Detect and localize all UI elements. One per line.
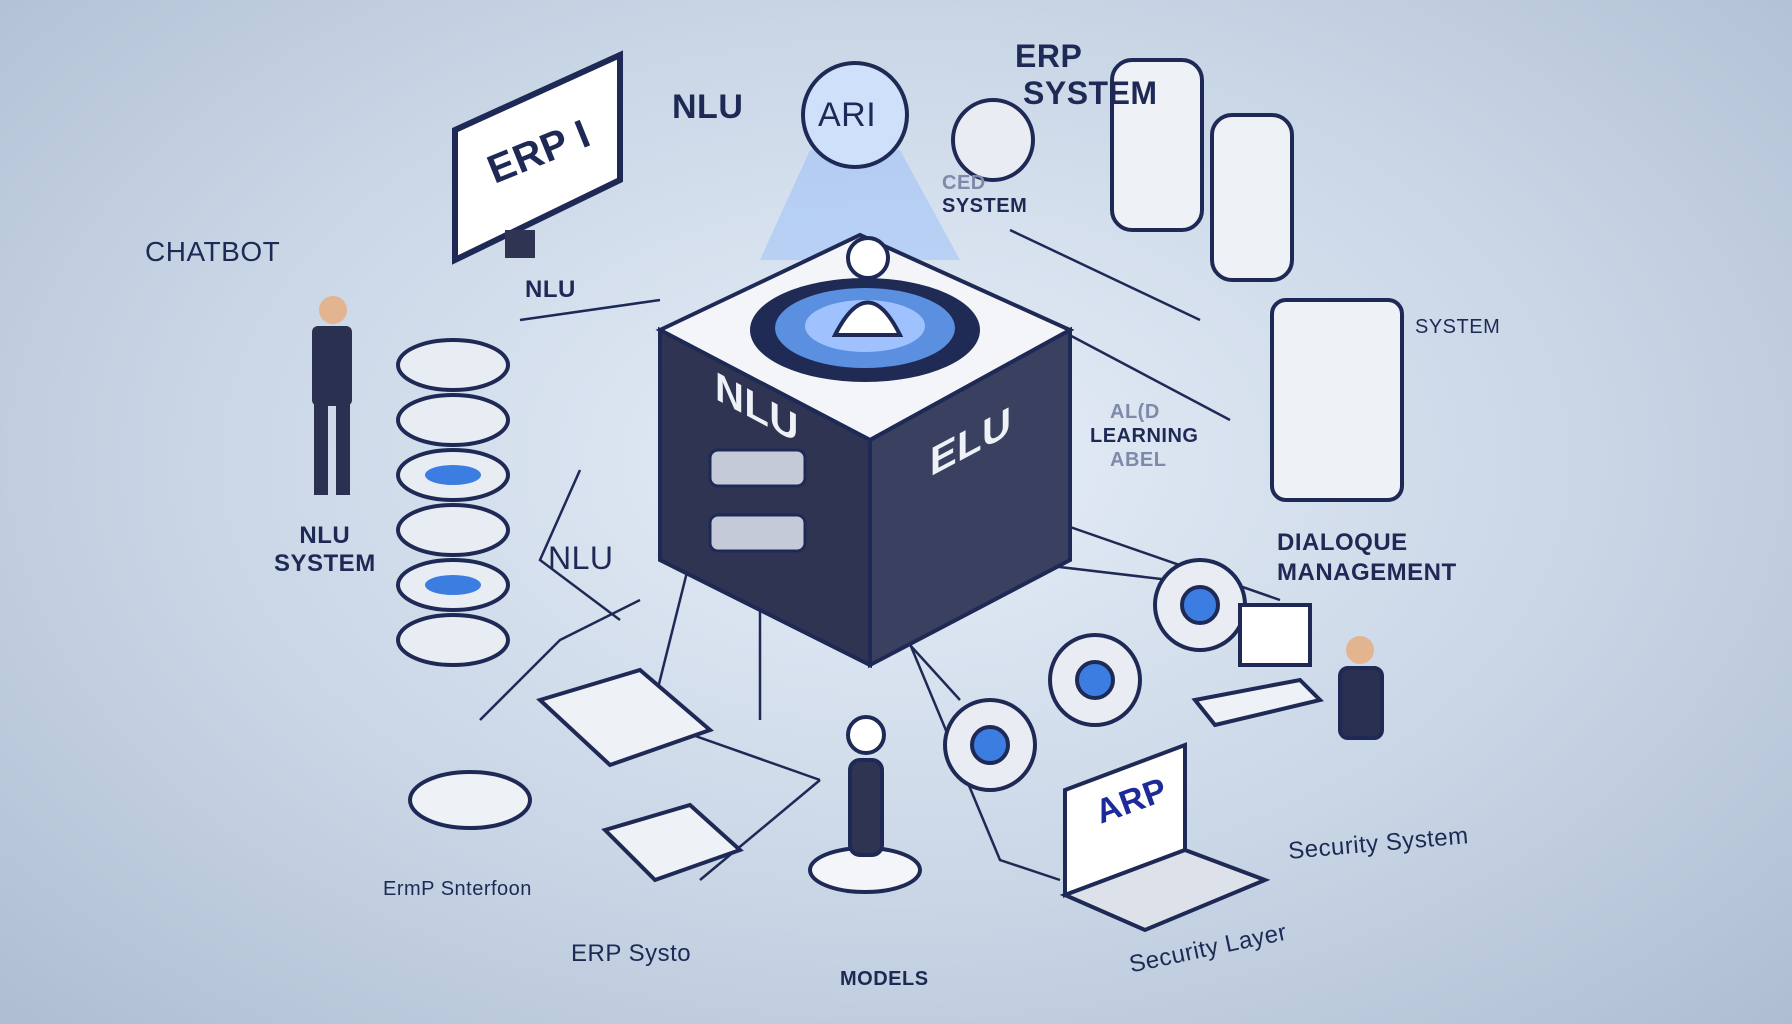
- nlu-system-line1: NLU: [299, 522, 351, 549]
- ced-system-line1: CED: [942, 172, 986, 194]
- laptop-icon: [1059, 742, 1271, 933]
- chatbot-label: CHATBOT: [145, 236, 281, 267]
- ced-system-line2: SYSTEM: [942, 195, 1028, 217]
- ced-system-label: CED SYSTEM: [942, 172, 1027, 218]
- ai-learning-line2: LEARNING: [1090, 425, 1199, 447]
- ai-learning-line1: AL(D: [1110, 401, 1160, 423]
- erp-system-line1: ERP: [1015, 38, 1083, 74]
- ari-bubble: [801, 61, 909, 169]
- desk-worker: [1191, 603, 1384, 740]
- database-servers: [1110, 58, 1404, 502]
- nlu-mid-label: NLU: [548, 540, 614, 576]
- ai-learning-line3: ABEL: [1110, 449, 1167, 471]
- monitor-icon: [452, 50, 623, 265]
- nlu-system-label: NLU SYSTEM: [274, 522, 376, 578]
- nlu-system-line2: SYSTEM: [274, 550, 376, 577]
- nlu-top-label: NLU: [525, 276, 576, 303]
- gear-icons: [943, 98, 1247, 792]
- disk-stack: [396, 338, 510, 667]
- ari-label: ARI: [818, 96, 877, 134]
- network-devices: [408, 667, 744, 883]
- ai-learning-label: AL(D LEARNING ABEL: [1090, 400, 1198, 472]
- dialogue-line1: DIALOQUE: [1277, 529, 1408, 556]
- erp-system-label: ERP SYSTEM: [1015, 38, 1158, 112]
- models-label: MODELS: [840, 968, 929, 990]
- user-icon: [846, 236, 890, 280]
- businessman: [312, 296, 352, 495]
- system-right-label: SYSTEM: [1415, 316, 1501, 338]
- dialogue-management-label: DIALOQUE MANAGEMENT: [1277, 528, 1457, 588]
- nlu-tag-label: NLU: [672, 88, 744, 126]
- erp-interface-label: ErmP Snterfoon: [383, 878, 532, 900]
- person-pedestal: [808, 715, 922, 894]
- erp-system-line2: SYSTEM: [1023, 75, 1158, 111]
- central-cube: [655, 232, 1075, 669]
- dialogue-line2: MANAGEMENT: [1277, 559, 1457, 586]
- erp-systo-label: ERP Systo: [571, 940, 692, 967]
- light-beam: [760, 150, 960, 260]
